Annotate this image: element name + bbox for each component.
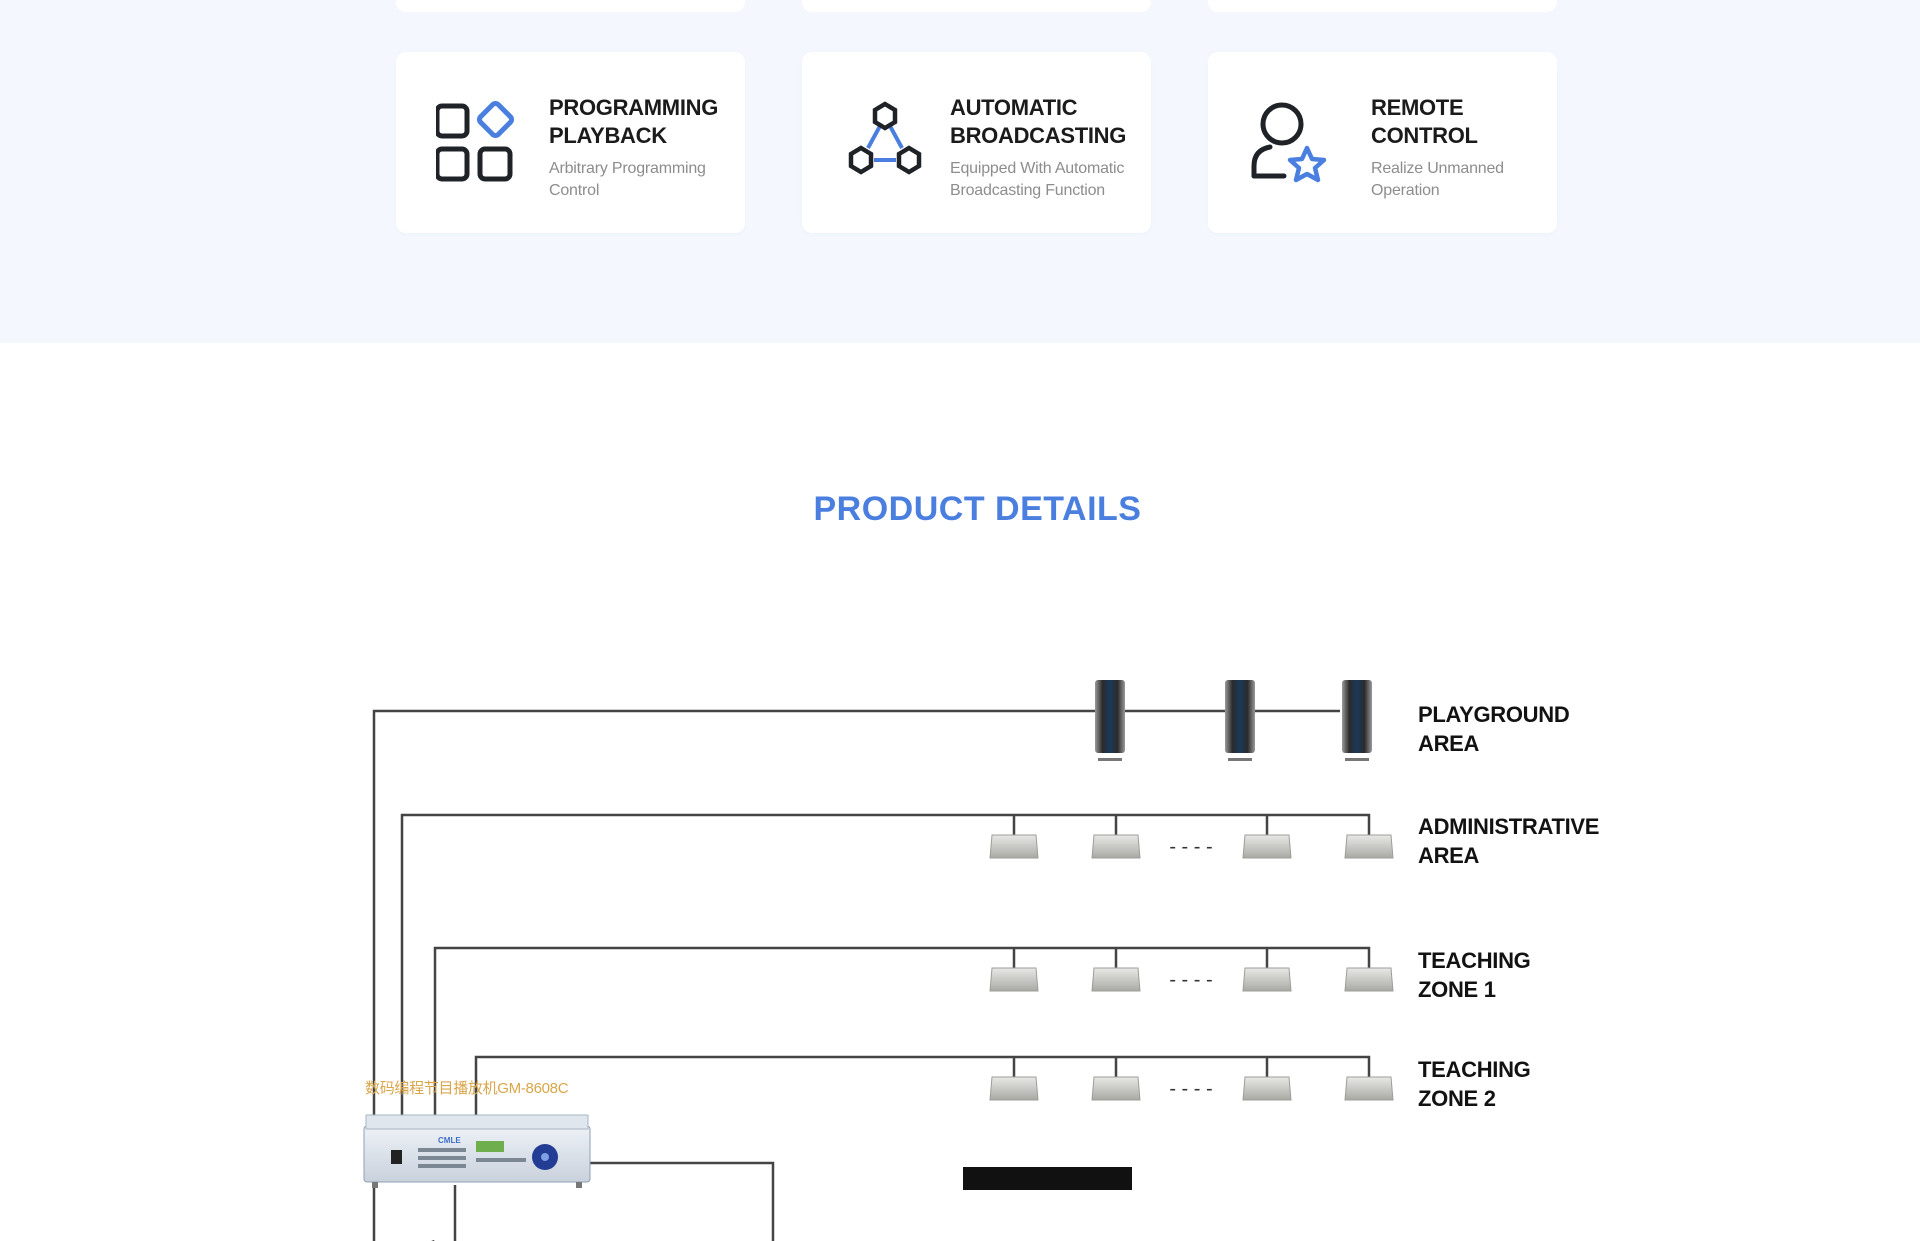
device-output-line <box>590 1161 775 1241</box>
ceiling-speaker-icon <box>1242 967 1292 992</box>
administrative-line <box>400 813 1371 1120</box>
wiring-lines <box>372 709 1371 1241</box>
ceiling-speaker-icon <box>989 1076 1039 1101</box>
feature-description: Arbitrary Programming Control <box>549 160 706 199</box>
playground-line <box>372 709 1103 1241</box>
product-details-heading: PRODUCT DETAILS <box>813 490 1142 528</box>
user-star-icon <box>1251 102 1327 183</box>
previous-feature-card-edge <box>396 0 745 12</box>
feature-text: REMOTE CONTROL Realize Unmanned Operatio… <box>1371 94 1557 202</box>
column-speaker-icon <box>1095 680 1125 761</box>
device-label: 数码编程节目播放机GM-8608C <box>365 1080 569 1097</box>
black-label-bar <box>963 1167 1132 1190</box>
previous-feature-card-edge <box>1208 0 1557 12</box>
gap-marker: - - - - <box>1169 836 1212 858</box>
gap-marker: - - - - <box>1169 1078 1212 1100</box>
automatic-broadcast-network-icon <box>848 101 922 175</box>
feature-text: AUTOMATIC BROADCASTING Equipped With Aut… <box>950 94 1136 202</box>
zone-label-teaching-zone-1: TEACHING ZONE 1 <box>1418 948 1531 1002</box>
feature-description: Equipped With Automatic Broadcasting Fun… <box>950 160 1125 199</box>
ceiling-speaker-icon <box>1344 834 1394 859</box>
ceiling-speaker-icon <box>989 967 1039 992</box>
features-section: PROGRAMMING PLAYBACK Arbitrary Programmi… <box>0 0 1920 343</box>
ceiling-speaker-icon <box>1344 1076 1394 1101</box>
speaker-drops <box>1012 815 1269 1077</box>
ceiling-speaker-icon <box>1344 967 1394 992</box>
zone-label-teaching-zone-2: TEACHING ZONE 2 <box>1418 1057 1531 1111</box>
feature-card-programming-playback: PROGRAMMING PLAYBACK Arbitrary Programmi… <box>396 52 745 233</box>
feature-card-automatic-broadcasting: AUTOMATIC BROADCASTING Equipped With Aut… <box>802 52 1151 233</box>
zone-label-playground: PLAYGROUND AREA <box>1418 702 1570 756</box>
feature-title: REMOTE CONTROL <box>1371 95 1478 148</box>
feature-title: AUTOMATIC BROADCASTING <box>950 95 1127 148</box>
ceiling-speaker-icon <box>1242 1076 1292 1101</box>
ceiling-speaker-icon <box>1091 967 1141 992</box>
previous-feature-card-edge <box>802 0 1151 12</box>
feature-text: PROGRAMMING PLAYBACK Arbitrary Programmi… <box>549 94 735 202</box>
column-speaker-icon <box>1342 680 1372 761</box>
zone-label-administrative: ADMINISTRATIVE AREA <box>1418 814 1600 868</box>
programming-grid-icon <box>436 100 515 182</box>
device-brand: CMLE <box>438 1136 461 1145</box>
ceiling-speaker-icon <box>1242 834 1292 859</box>
ceiling-speaker-icon <box>1091 1076 1141 1101</box>
program-player-device-icon: CMLE <box>363 1114 591 1188</box>
column-speaker-icon <box>1225 680 1255 761</box>
feature-description: Realize Unmanned Operation <box>1371 160 1504 199</box>
ceiling-speaker-icon <box>1091 834 1141 859</box>
feature-card-remote-control: REMOTE CONTROL Realize Unmanned Operatio… <box>1208 52 1557 233</box>
teaching-zone-1-line <box>433 946 1371 1120</box>
gap-marker: - - - - <box>1169 969 1212 991</box>
feature-title: PROGRAMMING PLAYBACK <box>549 95 719 148</box>
teaching-zone-2-line <box>474 1055 1371 1120</box>
ceiling-speaker-icon <box>989 834 1039 859</box>
